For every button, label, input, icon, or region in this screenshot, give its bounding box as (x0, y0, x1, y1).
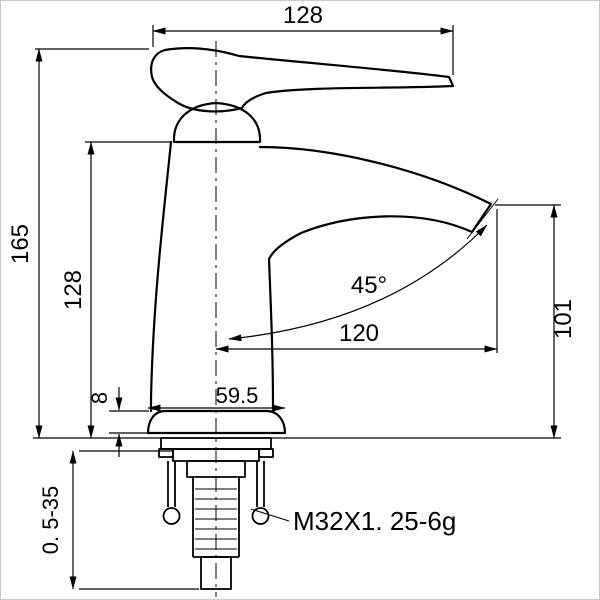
faucet-handle (150, 47, 455, 113)
thread-spec-label: M32X1. 25-6g (293, 506, 456, 536)
bottom-tube (200, 556, 232, 590)
stud-left-tip (162, 507, 181, 525)
dim-top-width: 128 (152, 2, 454, 75)
shank-collar (186, 460, 246, 478)
dim-base-thickness: 8 (87, 387, 149, 457)
dim-label-body-height: 128 (60, 270, 87, 310)
dim-mount-range: 0. 5-35 (38, 450, 199, 590)
faucet-body-left-edge (149, 140, 173, 413)
dim-label-mount-range: 0. 5-35 (38, 486, 63, 555)
leader-line (250, 508, 290, 522)
stud-right-tip (251, 507, 270, 525)
spout-cut-face-line (466, 198, 499, 240)
dim-label-base-width: 59.5 (216, 383, 259, 408)
dim-overall-height: 165 (7, 48, 149, 439)
dim-label-outlet-angle: 45° (351, 272, 387, 299)
angle-arc (228, 224, 488, 342)
dim-label-base-thickness: 8 (87, 392, 112, 404)
dim-outlet-angle: 45° (228, 224, 488, 342)
dim-base-width: 59.5 (147, 383, 286, 412)
bracket-ear-left (158, 448, 174, 458)
faucet-outline (146, 47, 499, 435)
dim-label-overall-height: 165 (7, 224, 34, 264)
mounting-hardware (158, 437, 274, 590)
thread-spec: M32X1. 25-6g (250, 506, 456, 536)
dim-body-height: 128 (60, 141, 171, 439)
faucet-cap (172, 101, 262, 144)
dim-outlet-height: 101 (495, 204, 577, 439)
bracket-ear-right (258, 448, 274, 458)
dim-label-top-width: 128 (283, 2, 323, 29)
dim-label-spout-reach: 120 (339, 320, 379, 347)
dim-label-outlet-height: 101 (550, 299, 577, 339)
